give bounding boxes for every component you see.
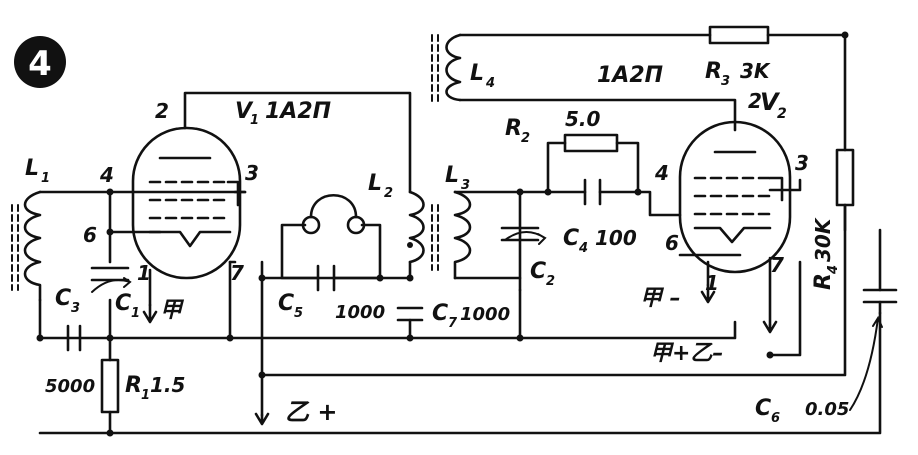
l1-designator: L bbox=[25, 156, 39, 181]
inductor-l2: L 2 bbox=[368, 171, 425, 264]
l2-designator: L bbox=[368, 171, 382, 196]
v1-designator: V bbox=[235, 99, 254, 124]
c6-designator: C bbox=[755, 396, 771, 421]
r3-index: 3 bbox=[721, 74, 730, 89]
v2-type: 1А2П bbox=[597, 63, 663, 88]
capacitor-c7: C 7 1000 bbox=[396, 301, 510, 331]
r2-value: 5.0 bbox=[565, 107, 601, 131]
c7-designator: C bbox=[432, 301, 448, 326]
a-minus-v2-label: 甲 – bbox=[640, 286, 681, 311]
r2-index: 2 bbox=[521, 131, 530, 146]
r1-index: 1 bbox=[141, 388, 150, 403]
c1-designator: C bbox=[115, 291, 131, 316]
r1-value: 1.5 bbox=[150, 373, 185, 397]
v1-pin-2: 2 bbox=[155, 99, 169, 123]
inductor-l1: L 1 bbox=[11, 156, 50, 302]
v2-designator: V bbox=[760, 88, 781, 116]
c7-index: 7 bbox=[448, 316, 458, 331]
c5-value: 1000 bbox=[335, 302, 385, 323]
r4-value: 30K bbox=[811, 217, 835, 262]
inductor-l3: L 3 bbox=[431, 163, 472, 280]
v2-pin-6: 6 bbox=[665, 231, 679, 255]
c6-index: 6 bbox=[771, 411, 780, 426]
c3-value: 5000 bbox=[45, 376, 95, 397]
c3-index: 3 bbox=[71, 301, 80, 316]
v1-pin-6: 6 bbox=[83, 223, 97, 247]
tube-v2: V 2 1А2П 2 3 4 6 1 7 bbox=[597, 63, 809, 295]
c1-index: 1 bbox=[131, 306, 140, 321]
v2-index: 2 bbox=[777, 106, 787, 122]
junction-dots bbox=[36, 31, 849, 437]
resistor-r2: R 2 5.0 bbox=[505, 107, 619, 153]
supply-terminals: 甲 甲 – 甲+乙– 乙 + bbox=[142, 283, 778, 426]
r1-designator: R bbox=[125, 373, 142, 398]
v2-pin-3: 3 bbox=[795, 151, 809, 175]
v2-pin-2: 2 bbox=[748, 89, 762, 113]
l4-index: 4 bbox=[485, 76, 495, 91]
v1-pin-7: 7 bbox=[230, 261, 244, 285]
l4-designator: L bbox=[470, 61, 484, 86]
capacitor-c2: C 2 bbox=[500, 226, 555, 289]
figure-badge: 4 bbox=[14, 36, 66, 88]
c4-value: 100 bbox=[595, 226, 637, 250]
badge-number: 4 bbox=[28, 44, 52, 84]
resistor-r3: R 3 3K bbox=[705, 25, 771, 89]
capacitor-c6: C 6 0.05 bbox=[755, 228, 898, 426]
r3-value: 3K bbox=[740, 59, 771, 83]
capacitor-c1: C 1 bbox=[90, 266, 140, 321]
v1-pin-4: 4 bbox=[99, 163, 114, 187]
b-plus-label: 乙 + bbox=[285, 398, 337, 426]
c5-designator: C bbox=[278, 291, 294, 316]
v2-pin-4: 4 bbox=[654, 161, 669, 185]
l3-designator: L bbox=[445, 163, 459, 188]
capacitor-c3: C 3 5000 bbox=[45, 286, 95, 397]
c5-index: 5 bbox=[294, 306, 303, 321]
c7-value: 1000 bbox=[460, 304, 510, 325]
wires bbox=[38, 33, 882, 435]
l1-index: 1 bbox=[41, 171, 50, 186]
v1-pin-1: 1 bbox=[137, 261, 151, 285]
common-supply-label: 甲+乙– bbox=[650, 341, 723, 366]
resistor-r1: R 1 1.5 bbox=[100, 358, 185, 414]
r3-designator: R bbox=[705, 59, 722, 84]
a-minus-v1-label: 甲 bbox=[160, 298, 185, 323]
v1-index: 1 bbox=[250, 113, 259, 128]
capacitor-c4: C 4 100 bbox=[563, 178, 637, 256]
c6-value: 0.05 bbox=[805, 399, 849, 420]
v1-type: 1А2П bbox=[265, 99, 331, 124]
c4-index: 4 bbox=[578, 241, 588, 256]
l3-index: 3 bbox=[461, 178, 470, 193]
inductor-l4: L 4 bbox=[431, 33, 495, 106]
c2-designator: C bbox=[530, 259, 546, 284]
r4-index: 4 bbox=[826, 265, 841, 275]
capacitor-c5: C 5 1000 bbox=[278, 264, 385, 323]
c3-designator: C bbox=[55, 286, 71, 311]
v1-pin-3: 3 bbox=[245, 161, 259, 185]
tube-v1: V 1 1А2П 2 4 3 6 1 7 bbox=[83, 99, 331, 307]
headphones bbox=[301, 194, 366, 235]
c4-designator: C bbox=[563, 226, 579, 251]
r4-designator: R bbox=[811, 273, 836, 290]
c2-index: 2 bbox=[546, 274, 555, 289]
v2-pin-7: 7 bbox=[770, 253, 784, 277]
resistor-r4: R 4 30K bbox=[811, 148, 855, 290]
r2-designator: R bbox=[505, 116, 522, 141]
l2-index: 2 bbox=[384, 186, 393, 201]
